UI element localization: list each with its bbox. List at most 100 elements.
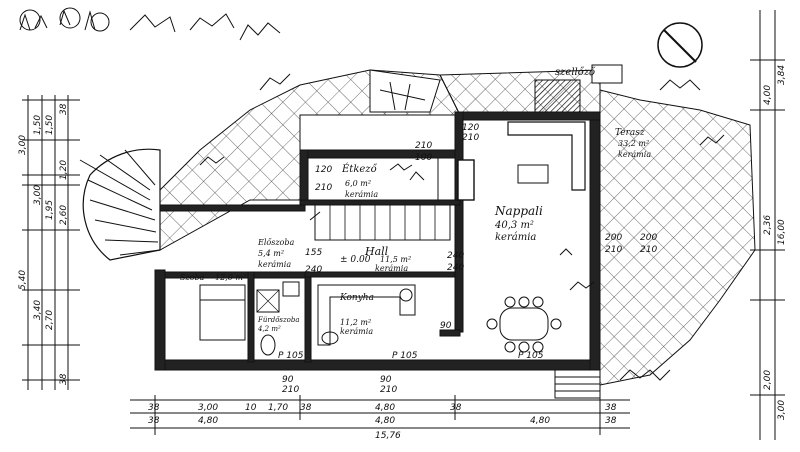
hall-floor: kerámia <box>375 264 408 273</box>
kitchen-counter <box>317 284 416 346</box>
plant-decorations <box>19 7 725 381</box>
terrace-right-tiling <box>599 89 756 386</box>
right-dimension-labels: 3,84 4,00 2,36 16,00 2,00 3,00 <box>763 65 787 420</box>
entrance-steps <box>554 369 601 399</box>
dim-bottom: 38 <box>605 403 617 413</box>
nappali-floor: kerámia <box>495 232 536 243</box>
dim-bottom: 4,80 <box>198 416 218 426</box>
dim-bottom: 10 <box>245 403 257 413</box>
nappali-name: Nappali <box>494 204 543 218</box>
right-dimension-lines <box>750 10 785 440</box>
vent-label: szellőző <box>555 67 596 78</box>
opening-label: 240 <box>305 265 322 275</box>
opening-label: 210 <box>640 245 657 255</box>
dim-left: 38 <box>59 103 69 115</box>
dim-left: 2,70 <box>45 310 55 330</box>
door-label: 210 <box>380 385 397 395</box>
interior-walls <box>164 199 461 363</box>
konyha-floor: kerámia <box>340 327 373 336</box>
interior-stair <box>309 204 451 241</box>
dim-right: 2,00 <box>763 370 773 390</box>
opening-label: 200 <box>605 233 622 243</box>
dim-bottom: 3,00 <box>198 403 218 413</box>
north-arrow <box>657 22 703 68</box>
door-label: P 105 <box>518 351 544 361</box>
dim-right: 4,00 <box>763 85 773 105</box>
etkezo-room <box>307 157 439 201</box>
dim-left: 3,40 <box>33 300 43 320</box>
opening-label: 200 <box>640 233 657 243</box>
dim-bottom: 38 <box>450 403 462 413</box>
dim-bottom: 4,80 <box>375 403 395 413</box>
dim-bottom: 38 <box>300 403 312 413</box>
dim-total: 15,76 <box>375 431 401 441</box>
szoba-area: 12,0 m² <box>215 273 246 282</box>
dim-bottom: 38 <box>148 403 160 413</box>
dim-left: 1,20 <box>59 160 69 180</box>
dim-bottom: 4,80 <box>375 416 395 426</box>
dim-right: 3,00 <box>777 400 787 420</box>
fireplace <box>457 159 475 201</box>
opening-label: 155 <box>305 248 322 258</box>
opening-label: 90 <box>440 321 452 331</box>
konyha-name: Konyha <box>339 293 374 303</box>
dim-right: 3,84 <box>777 65 787 85</box>
spiral-staircase <box>79 148 161 261</box>
living-room-sofa <box>507 121 586 191</box>
opening-label: 210 <box>415 141 432 151</box>
dim-left: 3,00 <box>33 185 43 205</box>
bed <box>199 284 246 341</box>
opening-label: 210 <box>315 183 332 193</box>
opening-label: 120 <box>315 165 332 175</box>
dim-right: 2,36 <box>763 215 773 235</box>
dim-left: 2,60 <box>59 205 69 225</box>
dim-bottom: 1,70 <box>268 403 288 413</box>
opening-label: 240 <box>447 251 464 261</box>
level-mark: ± 0.00 <box>340 255 371 265</box>
door-label: P 105 <box>392 351 418 361</box>
terasz-floor: kerámia <box>618 150 651 159</box>
etkezo-name: Étkező <box>341 163 378 175</box>
dim-left: 5,40 <box>18 270 28 290</box>
door-label: P 105 <box>278 351 304 361</box>
hall-name: Hall <box>364 245 389 258</box>
nappali-area: 40,3 m² <box>494 220 534 231</box>
vent-box <box>591 64 623 84</box>
terasz-name: Terasz <box>615 128 645 138</box>
door-label: 90 <box>282 375 294 385</box>
etkezo-area: 6,0 m² <box>345 179 371 188</box>
dim-left: 38 <box>59 373 69 385</box>
opening-label: 210 <box>462 133 479 143</box>
dim-bottom: 38 <box>148 416 160 426</box>
left-dimension-labels: 3,00 1,50 1,50 38 1,20 3,00 1,95 2,60 5,… <box>18 103 69 385</box>
hall-area: 11,5 m² <box>380 255 411 264</box>
dim-left: 3,00 <box>18 135 28 155</box>
eloszoba-name: Előszoba <box>257 238 294 247</box>
opening-label: 240 <box>447 263 464 273</box>
umbrella <box>369 69 441 113</box>
opening-label: 100 <box>415 153 432 163</box>
dining-table <box>486 296 562 353</box>
bathroom-fixtures <box>256 281 300 356</box>
door-label: 90 <box>380 375 392 385</box>
dim-bottom: 4,80 <box>530 416 550 426</box>
vent-grille <box>534 79 581 113</box>
eloszoba-floor: kerámia <box>258 260 291 269</box>
opening-label: 210 <box>605 245 622 255</box>
eloszoba-area: 5,4 m² <box>258 249 284 258</box>
exterior-walls <box>154 111 601 371</box>
szoba-name: Szoba <box>180 273 205 282</box>
furdoszoba-name: Fürdőszoba <box>257 315 300 324</box>
dim-left: 1,50 <box>33 115 43 135</box>
left-dimension-lines <box>22 95 80 390</box>
bottom-dimension-lines <box>130 395 630 435</box>
furdoszoba-area: 4,2 m² <box>257 325 281 333</box>
dim-left: 1,95 <box>45 200 55 220</box>
door-label: 210 <box>282 385 299 395</box>
etkezo-floor: kerámia <box>345 190 378 199</box>
konyha-area: 11,2 m² <box>340 318 371 327</box>
dim-left: 1,50 <box>45 115 55 135</box>
dim-bottom: 38 <box>605 416 617 426</box>
dim-right: 16,00 <box>777 219 787 245</box>
